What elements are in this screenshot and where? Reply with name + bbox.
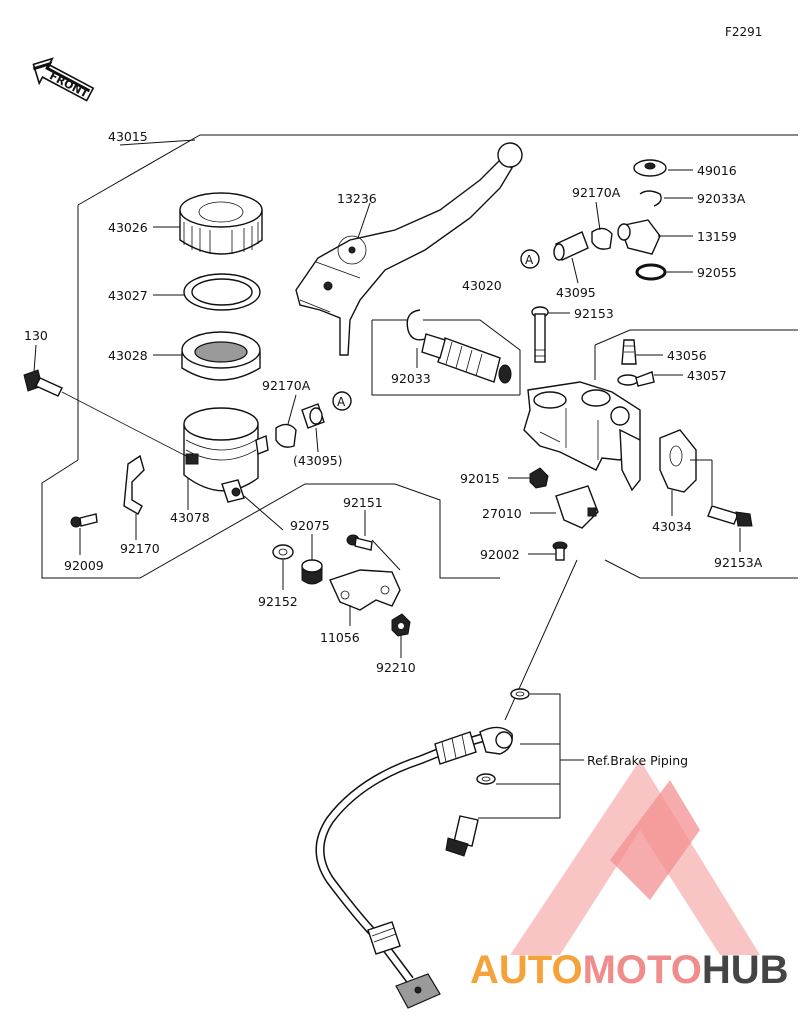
diaphragm-plate xyxy=(183,273,261,311)
label-49016: 49016 xyxy=(697,163,737,178)
watermark-hub: HUB xyxy=(702,948,789,992)
bracket-92170 xyxy=(123,454,145,515)
ref-marker-a-right xyxy=(520,249,540,269)
label-92153: 92153 xyxy=(574,306,614,321)
grommet-92075 xyxy=(301,559,323,585)
screw-92009 xyxy=(70,513,98,528)
reservoir xyxy=(183,407,269,503)
switch-27010 xyxy=(555,485,599,529)
label-92170A-right: 92170A xyxy=(572,185,621,200)
svg-text:AUTOMOTOHUB: AUTOMOTOHUB xyxy=(470,948,789,992)
label-13159: 13159 xyxy=(697,229,737,244)
label-43078: 43078 xyxy=(170,510,210,525)
bleeder-43056 xyxy=(621,339,637,365)
label-92170A-left: 92170A xyxy=(262,378,311,393)
label-92055: 92055 xyxy=(697,265,737,280)
label-27010: 27010 xyxy=(482,506,522,521)
watermark-moto: MOTO xyxy=(583,948,702,992)
ref-brake-piping-bracket xyxy=(478,693,584,819)
hose-43095 xyxy=(553,231,589,261)
label-ref-brake-piping: Ref.Brake Piping xyxy=(587,753,688,768)
label-92152: 92152 xyxy=(258,594,298,609)
circlip-92033 xyxy=(406,309,429,341)
label-43026: 43026 xyxy=(108,220,148,235)
label-92002: 92002 xyxy=(480,547,520,562)
label-43027: 43027 xyxy=(108,288,148,303)
label-92033: 92033 xyxy=(391,371,431,386)
bolt-130 xyxy=(23,369,63,397)
label-92210: 92210 xyxy=(376,660,416,675)
label-130: 130 xyxy=(24,328,48,343)
part-labels: 43015 43026 43027 43028 130 92170A (4309… xyxy=(24,129,763,768)
holder-43034 xyxy=(659,429,697,493)
leader-lines xyxy=(79,169,741,658)
label-43095: 43095 xyxy=(556,285,596,300)
bleeder-cap-43057 xyxy=(617,371,655,387)
label-43057: 43057 xyxy=(687,368,727,383)
label-43056: 43056 xyxy=(667,348,707,363)
label-92033A: 92033A xyxy=(697,191,746,206)
ref-marker-a-right-label: A xyxy=(525,253,534,267)
banjo-bolt xyxy=(445,815,479,857)
label-92009: 92009 xyxy=(64,558,104,573)
ref-marker-a-left xyxy=(332,391,352,411)
front-label: FRONT xyxy=(47,69,91,100)
watermark-auto: AUTO xyxy=(470,948,583,992)
screw-92002 xyxy=(552,541,568,561)
washer-lower xyxy=(476,773,496,785)
watermark-text: AUTOMOTOHUB xyxy=(470,948,789,992)
bolt-92153A xyxy=(707,505,753,527)
nut-92210 xyxy=(391,613,411,637)
bolt-92151 xyxy=(346,534,373,551)
diaphragm xyxy=(181,331,261,381)
clamp-left xyxy=(275,403,325,448)
bracket-11056 xyxy=(329,569,401,611)
o-ring-92055 xyxy=(635,263,667,281)
label-43028: 43028 xyxy=(108,348,148,363)
label-92151: 92151 xyxy=(343,495,383,510)
piston-43020 xyxy=(421,333,512,384)
label-92170: 92170 xyxy=(120,541,160,556)
front-arrow-icon: FRONT xyxy=(32,57,95,102)
ref-marker-a-left-label: A xyxy=(337,395,346,409)
label-43095-paren: (43095) xyxy=(293,453,343,468)
label-11056: 11056 xyxy=(320,630,360,645)
joint-13159 xyxy=(617,219,661,255)
washer-92152 xyxy=(272,544,294,560)
cap-49016 xyxy=(633,159,667,177)
label-43020: 43020 xyxy=(462,278,502,293)
label-92075: 92075 xyxy=(290,518,330,533)
circlip-92033A xyxy=(639,190,662,207)
pin-92153 xyxy=(531,306,549,363)
label-13236: 13236 xyxy=(337,191,377,206)
clamp-right xyxy=(591,227,613,250)
figure-code: F2291 xyxy=(725,25,762,39)
reservoir-cap xyxy=(179,192,263,255)
master-cylinder-body xyxy=(523,381,641,492)
label-43034: 43034 xyxy=(652,519,692,534)
washer-upper xyxy=(510,688,530,700)
nut-92015 xyxy=(529,467,549,489)
label-92015: 92015 xyxy=(460,471,500,486)
label-92153A: 92153A xyxy=(714,555,763,570)
watermark-logo xyxy=(510,760,760,955)
label-43015: 43015 xyxy=(108,129,148,144)
brake-lever xyxy=(295,142,523,356)
assembly-frame xyxy=(41,134,798,579)
